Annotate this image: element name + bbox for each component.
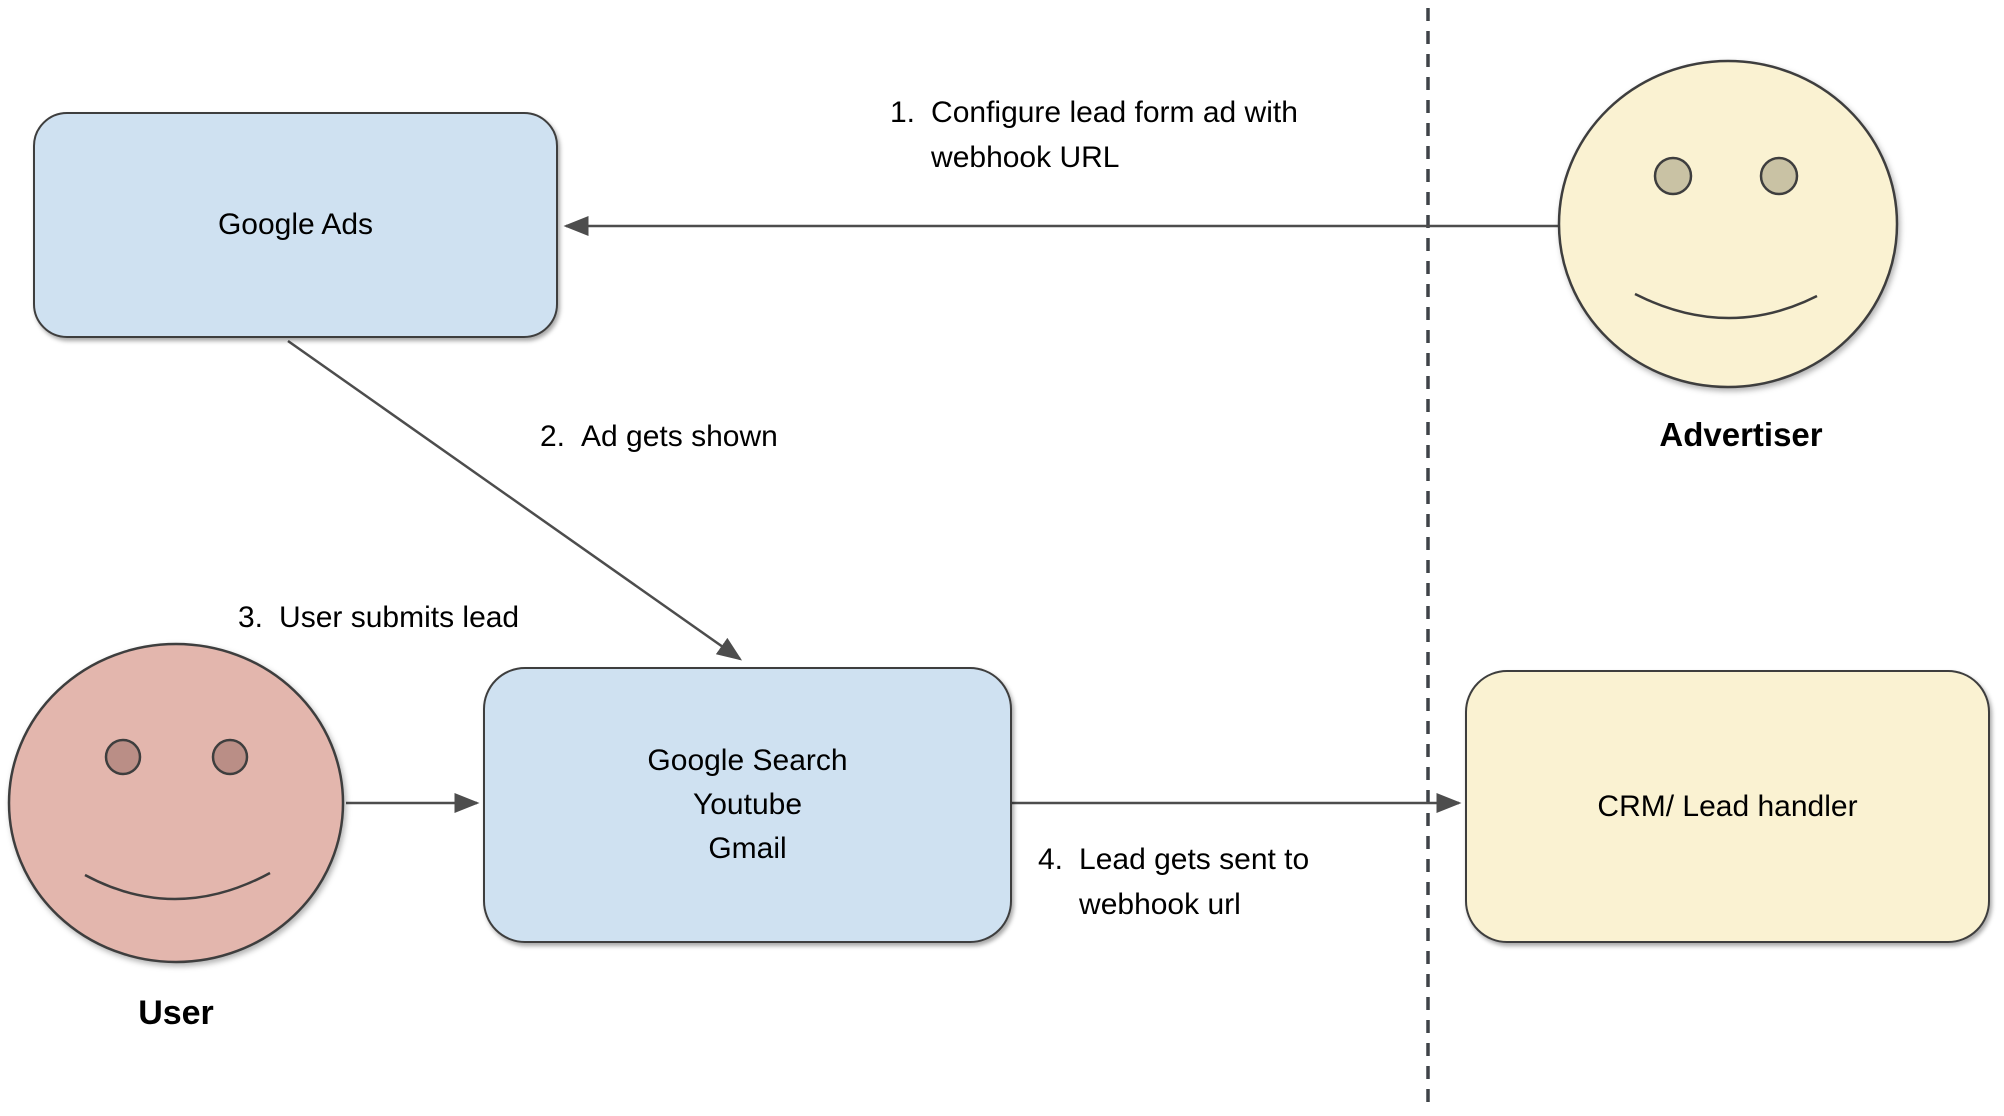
step-1-annotation: 1. Configure lead form ad with webhook U… [890, 90, 1298, 180]
crm-lead-handler-node: CRM/ Lead handler [1465, 670, 1990, 943]
step-2-text: Ad gets shown [581, 420, 778, 453]
advertiser-right-eye [1759, 156, 1799, 196]
platform-google-search: Google Search [647, 744, 848, 777]
user-smile [84, 871, 271, 901]
step-2-number: 2. [540, 420, 566, 453]
google-platforms-label: Google Search Youtube Gmail [647, 739, 847, 871]
step-1-text: Configure lead form ad with webhook URL [931, 96, 1298, 174]
google-ads-label: Google Ads [217, 208, 374, 241]
step-3-text: User submits lead [279, 601, 520, 634]
step-1-number: 1. [890, 96, 916, 129]
user-right-eye [211, 738, 249, 776]
step-2-annotation: 2. Ad gets shown [540, 414, 778, 459]
google-ads-node: Google Ads [33, 112, 558, 338]
step-4-annotation: 4. Lead gets sent to webhook url [1038, 837, 1309, 927]
advertiser-label: Advertiser [1659, 416, 1823, 453]
advertiser-smile [1634, 292, 1818, 320]
user-left-eye [104, 738, 142, 776]
user-face-icon [7, 642, 345, 964]
platform-youtube: Youtube [692, 788, 802, 821]
crm-label: CRM/ Lead handler [1597, 789, 1858, 823]
step-3-annotation: 3. User submits lead [238, 595, 519, 640]
step-4-number: 4. [1038, 843, 1064, 876]
platform-gmail: Gmail [708, 832, 787, 865]
step-4-text: Lead gets sent to webhook url [1079, 843, 1310, 921]
user-label: User [138, 994, 214, 1032]
step-3-number: 3. [238, 601, 264, 634]
arrow-ad-gets-shown [287, 339, 743, 661]
advertiser-face-icon [1557, 59, 1899, 389]
advertiser-left-eye [1653, 156, 1693, 196]
google-platforms-node: Google Search Youtube Gmail [483, 667, 1012, 943]
